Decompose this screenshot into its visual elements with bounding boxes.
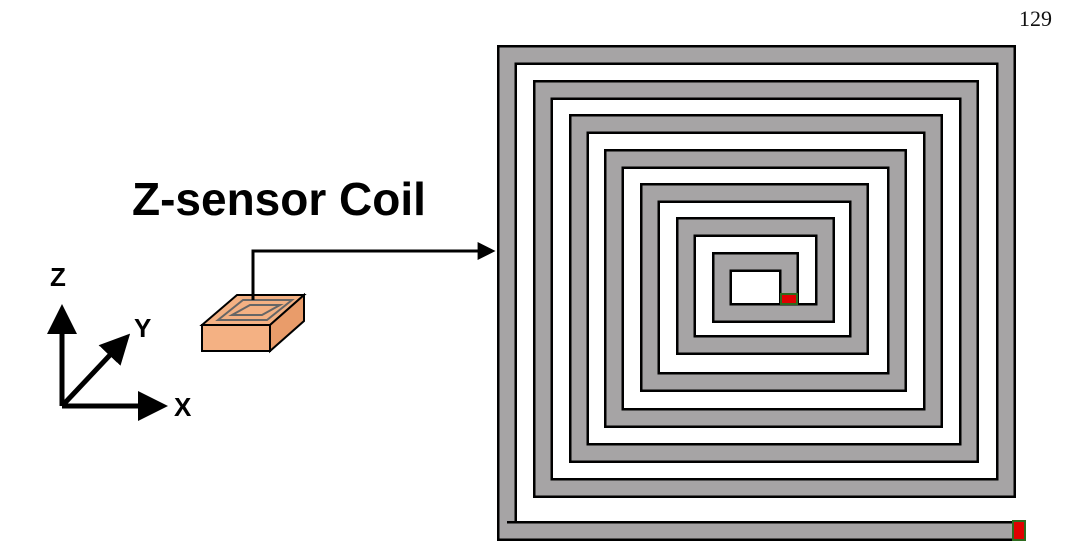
y-axis-label: Y — [134, 313, 151, 343]
z-axis-label: Z — [50, 262, 66, 292]
sensor-chip-icon — [199, 292, 307, 354]
diagram-title: Z-sensor Coil — [132, 173, 426, 225]
outer-terminal — [1012, 520, 1026, 541]
connector-arrow — [251, 242, 496, 300]
x-axis-label: X — [174, 392, 192, 422]
y-axis-arrow — [60, 333, 131, 408]
chip-side-face — [269, 292, 305, 354]
coordinate-axes-icon: Z Y X — [47, 262, 192, 422]
coil-trace — [499, 47, 1014, 539]
page-number: 129 — [1019, 6, 1052, 31]
chip-front-face — [201, 324, 271, 352]
chip-coil-outer — [215, 299, 295, 321]
spiral-coil-icon — [497, 45, 1026, 541]
chip-coil-inner — [228, 304, 284, 316]
inner-terminal — [780, 293, 798, 305]
